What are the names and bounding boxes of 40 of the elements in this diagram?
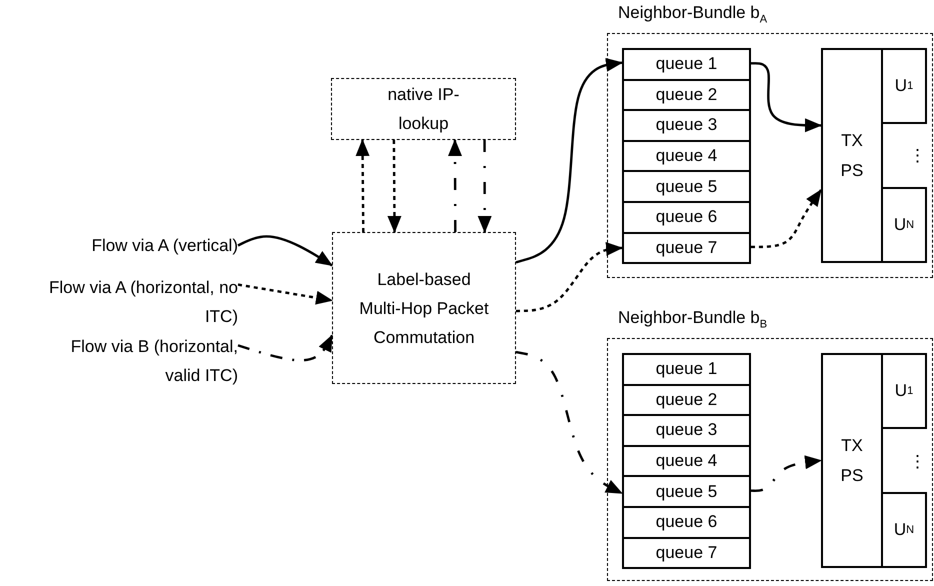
- queue-cell: queue 1: [622, 48, 751, 81]
- arrow: [237, 235, 333, 266]
- arrow: [516, 58, 623, 264]
- queue-cell: queue 3: [622, 414, 751, 447]
- arrow: [751, 189, 822, 248]
- queue-cell: queue 3: [622, 109, 751, 142]
- queue-cell: queue 1: [622, 353, 751, 386]
- box-label: Label-based Multi-Hop Packet Commutation: [359, 268, 489, 348]
- flow-label: Flow via A (horizontal, no ITC): [48, 273, 238, 331]
- arrow: [238, 334, 334, 362]
- arrow: [356, 139, 370, 232]
- process-box: [331, 78, 516, 140]
- queue-cell: queue 7: [622, 536, 751, 570]
- queue-cell: queue 6: [622, 506, 751, 539]
- arrow: [238, 283, 333, 305]
- ellipsis-mark: ⋮: [909, 452, 926, 472]
- ellipsis-mark: ⋮: [909, 146, 926, 166]
- arrow: [516, 350, 623, 494]
- queue-cell: queue 6: [622, 201, 751, 234]
- arrow: [387, 140, 402, 233]
- queue-cell: queue 4: [622, 444, 751, 478]
- box-label: native IP-lookup: [386, 84, 460, 135]
- queue-cell: queue 4: [622, 140, 751, 172]
- scheduler-box: TX PS: [821, 48, 883, 263]
- bundle-heading: Neighbor-Bundle b$_{A}$: [618, 3, 768, 26]
- queue-cell: queue 5: [622, 170, 751, 203]
- bundle-heading: Neighbor-Bundle b$_{B}$: [618, 308, 768, 330]
- process-box: [332, 232, 516, 384]
- scheduler-box: TX PS: [821, 353, 883, 568]
- arrow: [750, 455, 822, 492]
- arrow: [750, 62, 822, 132]
- arrow: [448, 139, 462, 232]
- queue-cell: queue 2: [622, 384, 751, 416]
- queue-cell: queue 5: [622, 475, 751, 508]
- flow-label: Flow via A (vertical): [92, 231, 238, 260]
- arrow: [516, 242, 623, 312]
- flow-label: Flow via B (horizontal, valid ITC): [48, 332, 238, 390]
- arrow: [478, 140, 492, 233]
- queue-cell: queue 2: [622, 78, 751, 112]
- queue-cell: queue 7: [622, 232, 751, 264]
